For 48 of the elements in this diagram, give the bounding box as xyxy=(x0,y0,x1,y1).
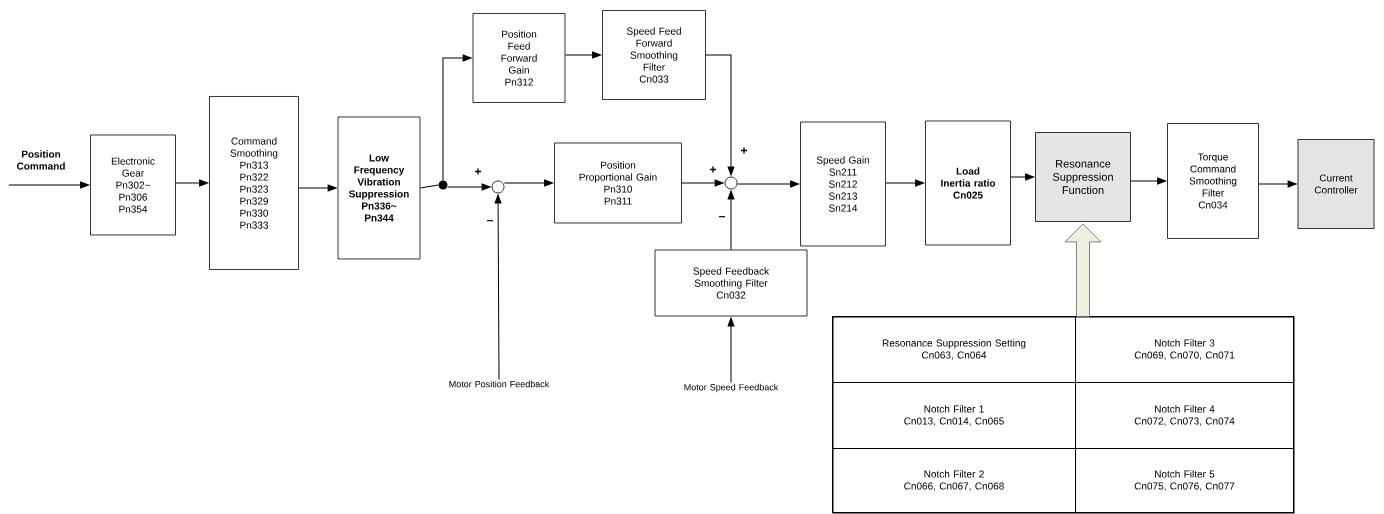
arrow xyxy=(494,194,502,380)
process-box: Current Controller xyxy=(1297,139,1375,229)
process-box: Speed Feedback Smoothing Filter Cn032 xyxy=(654,249,808,317)
arrow xyxy=(1130,177,1167,185)
input-label: Position Command xyxy=(16,150,65,170)
connector-line xyxy=(419,184,439,189)
arrow xyxy=(885,179,925,187)
arrow xyxy=(503,179,554,187)
arrow xyxy=(298,184,337,192)
arrow xyxy=(1010,173,1035,181)
table-cell: Notch Filter 2 Cn066, Cn067, Cn068 xyxy=(832,448,1076,513)
arrow xyxy=(736,180,800,188)
arrow xyxy=(681,179,724,187)
process-box: Torque Command Smoothing Filter Cn034 xyxy=(1167,123,1259,239)
input-label: Motor Speed Feedback xyxy=(684,383,779,393)
arrow xyxy=(442,54,472,181)
sign-label: – xyxy=(487,220,493,222)
process-box: Resonance Suppression Function xyxy=(1035,132,1131,222)
arrow xyxy=(727,190,735,251)
summing-junction xyxy=(724,176,738,190)
arrow xyxy=(8,181,90,189)
arrow xyxy=(727,317,735,384)
table-cell: Notch Filter 3 Cn069, Cn070, Cn071 xyxy=(1075,316,1294,383)
table-cell: Notch Filter 4 Cn072, Cn073, Cn074 xyxy=(1075,382,1294,449)
table-cell: Notch Filter 1 Cn013, Cn014, Cn065 xyxy=(832,382,1076,449)
process-box: Speed Feed Forward Smoothing Filter Cn033 xyxy=(602,10,706,100)
sign-label: – xyxy=(719,216,725,218)
parameter-table xyxy=(832,316,1295,514)
block-arrow xyxy=(1064,223,1102,317)
arrow xyxy=(1258,180,1297,188)
process-box: Electronic Gear Pn302~ Pn306 Pn354 xyxy=(90,134,176,236)
process-box: Position Feed Forward Gain Pn312 xyxy=(472,13,566,103)
arrow xyxy=(705,54,735,176)
sign-label: + xyxy=(710,166,717,173)
arrow xyxy=(564,51,602,59)
arrow xyxy=(447,183,491,191)
table-cell: Resonance Suppression Setting Cn063, Cn064 xyxy=(832,316,1076,383)
process-box: Position Proportional Gain Pn310 Pn311 xyxy=(554,142,682,224)
process-box: Low Frequency Vibration Suppression Pn336~ Pn344 xyxy=(337,116,421,260)
process-box: Command Smoothing Pn313 Pn322 Pn323 Pn329 Pn330 Pn333 xyxy=(209,96,299,270)
sign-label: + xyxy=(475,168,482,175)
process-box: Speed Gain Sn211 Sn212 Sn213 Sn214 xyxy=(800,121,886,247)
sign-label: + xyxy=(741,147,748,154)
table-cell: Notch Filter 5 Cn075, Cn076, Cn077 xyxy=(1075,448,1294,513)
summing-junction xyxy=(491,180,505,194)
process-box: Load Inertia ratio Cn025 xyxy=(925,120,1011,246)
input-label: Motor Position Feedback xyxy=(449,380,550,388)
arrow xyxy=(175,179,209,187)
